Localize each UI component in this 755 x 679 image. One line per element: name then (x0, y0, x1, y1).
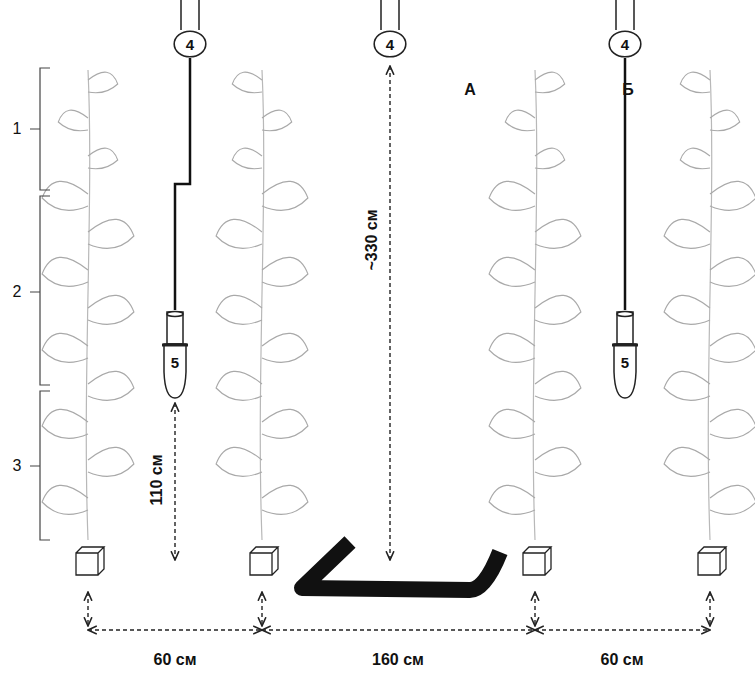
plant-leaf (216, 371, 262, 400)
callout-number: 5 (171, 354, 179, 371)
plant-leaf (489, 333, 535, 362)
lamp-cap (167, 312, 183, 317)
dimension: 60 см (601, 651, 644, 669)
zone-brackets (30, 68, 50, 540)
socket-ellipse (374, 31, 406, 57)
plant-stem (86, 70, 89, 540)
plant-leaf (710, 110, 740, 131)
plant-leaf (664, 295, 710, 324)
plant-pot (76, 547, 104, 575)
plant-leaf (489, 257, 535, 286)
plant-pot (523, 547, 551, 575)
callout-number: 4 (621, 36, 629, 53)
lamp-bulb: 5 (611, 310, 639, 400)
plant-leaf (535, 447, 581, 476)
plant-leaf (88, 295, 134, 324)
plant-pot (250, 547, 278, 575)
plant-leaf (664, 219, 710, 248)
plant-leaf (680, 72, 710, 93)
plant-leaf (42, 257, 88, 286)
socket-ellipse (609, 31, 641, 57)
plant-leaf (232, 148, 262, 169)
plant-leaf (710, 409, 755, 438)
lamp-cylinder (617, 312, 633, 344)
plant-leaf (88, 447, 134, 476)
plant-leaf (680, 148, 710, 169)
variant-letter: А (464, 81, 476, 99)
plant-leaf (535, 219, 581, 248)
lamp-bulb: 5 (161, 310, 189, 400)
lamp-cap (617, 312, 633, 317)
plant-pot (698, 547, 726, 575)
plant-leaf (216, 295, 262, 324)
dimension: 160 см (372, 651, 424, 669)
lamp-bulb-outline (164, 344, 186, 398)
lamp-socket: 4 (608, 30, 642, 58)
irrigation-hose (302, 542, 500, 590)
dimension: ~330 см (363, 207, 381, 272)
callout-number: 5 (621, 354, 629, 371)
lamp-collar (162, 344, 188, 347)
plant-leaf (489, 485, 535, 514)
hangers (181, 0, 634, 30)
plant-leaf (489, 181, 535, 210)
socket-ellipse (174, 31, 206, 57)
plant-leaf (88, 72, 118, 93)
plant-leaf (489, 409, 535, 438)
callout-number: 4 (386, 36, 394, 53)
zone-number: 3 (13, 457, 22, 475)
zone-number: 1 (13, 120, 22, 138)
plant-leaf (664, 371, 710, 400)
lamp-cord (175, 58, 190, 310)
lamp-socket: 4 (373, 30, 407, 58)
lamp-socket: 4 (173, 30, 207, 58)
dimension-lines (88, 66, 710, 630)
dimension: 110 см (148, 453, 166, 508)
plant-leaf (710, 257, 755, 286)
plant-leaf (535, 72, 565, 93)
plant-leaf (535, 148, 565, 169)
plant-leaf (262, 485, 308, 514)
lamp-bulb-outline (614, 344, 636, 398)
plant-leaf (216, 219, 262, 248)
plant-leaf (42, 485, 88, 514)
zone-number: 2 (13, 283, 22, 301)
variant-letter: Б (622, 81, 634, 99)
plant-leaf (505, 110, 535, 131)
plant-leaf (664, 447, 710, 476)
pots (76, 547, 726, 575)
plants (42, 70, 755, 540)
plant-leaf (535, 295, 581, 324)
plant-stem (533, 70, 536, 540)
plant-leaf (262, 181, 308, 210)
plant-stem (708, 70, 711, 540)
plant-leaf (262, 110, 292, 131)
plant-leaf (58, 110, 88, 131)
dimension: 60 см (154, 651, 197, 669)
plant-leaf (88, 148, 118, 169)
plant-stem (260, 70, 263, 540)
lamp-cylinder (167, 312, 183, 344)
plant-leaf (710, 181, 755, 210)
plant-leaf (710, 485, 755, 514)
plant-leaf (262, 257, 308, 286)
plant-leaf (42, 333, 88, 362)
plant-leaf (262, 409, 308, 438)
plant-leaf (232, 72, 262, 93)
plant-leaf (88, 219, 134, 248)
plant-leaf (88, 371, 134, 400)
lamp-collar (612, 344, 638, 347)
plant-leaf (535, 371, 581, 400)
plant-leaf (216, 447, 262, 476)
plant-leaf (262, 333, 308, 362)
callout-number: 4 (186, 36, 194, 53)
plant-leaf (710, 333, 755, 362)
plant-leaf (42, 409, 88, 438)
